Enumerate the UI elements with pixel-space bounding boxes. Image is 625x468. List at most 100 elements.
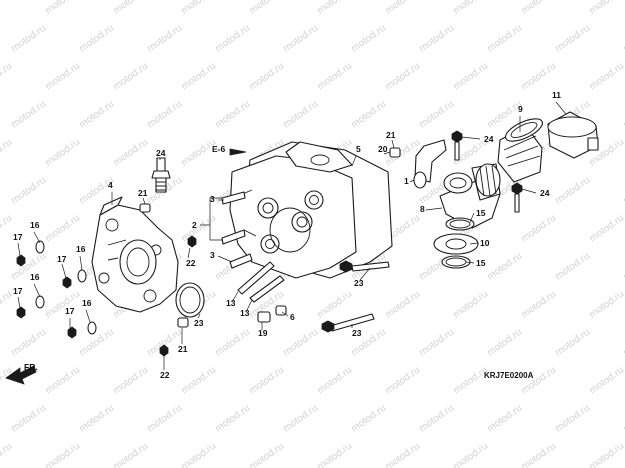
watermark-text: motod.ru: [0, 137, 14, 169]
leader-line: [33, 231, 41, 244]
watermark-text: motod.ru: [383, 441, 422, 468]
leader-line: [281, 311, 289, 317]
watermark-text: motod.ru: [587, 441, 625, 468]
leader-line: [217, 255, 233, 263]
leader-line: [555, 101, 567, 115]
leader-line: [469, 212, 475, 223]
watermark-text: motod.ru: [43, 365, 82, 397]
watermark-text: motod.ru: [485, 251, 524, 283]
watermark-text: motod.ru: [9, 251, 48, 283]
leader-line: [465, 261, 475, 264]
callout-number: 22: [160, 370, 170, 380]
callout-number: 16: [30, 272, 40, 282]
watermark-text: motod.ru: [485, 403, 524, 435]
watermark-text: motod.ru: [315, 441, 354, 468]
watermark-text: motod.ru: [587, 0, 625, 16]
leader-line: [209, 225, 222, 241]
watermark-text: motod.ru: [485, 23, 524, 55]
callout-number: 17: [13, 232, 23, 242]
watermark-text: motod.ru: [281, 327, 320, 359]
leader-line: [17, 296, 21, 309]
callout-number: 13: [226, 298, 236, 308]
watermark-text: motod.ru: [247, 441, 286, 468]
callout-number: 17: [65, 306, 75, 316]
callout-number: 11: [552, 90, 561, 100]
dowel-pins: [139, 147, 401, 328]
callout-number: 17: [57, 254, 67, 264]
leader-line: [351, 155, 357, 167]
watermark-text: motod.ru: [43, 137, 82, 169]
watermark-text: motod.ru: [213, 327, 252, 359]
watermark-text: motod.ru: [43, 0, 82, 16]
watermark-text: motod.ru: [519, 0, 558, 16]
leader-line: [425, 207, 443, 211]
watermark-text: motod.ru: [621, 175, 625, 207]
watermark-text: motod.ru: [349, 23, 388, 55]
callout-number: 2: [192, 220, 197, 230]
cylinder-head: [229, 141, 357, 279]
front-direction-arrow: [5, 365, 37, 385]
watermark-text: motod.ru: [383, 61, 422, 93]
watermark-text: motod.ru: [621, 251, 625, 283]
callout-number: 6: [290, 312, 295, 322]
watermark-text: motod.ru: [213, 403, 252, 435]
watermark-text: motod.ru: [349, 99, 388, 131]
watermark-text: motod.ru: [315, 365, 354, 397]
callout-number: 3: [210, 194, 215, 204]
watermark-text: motod.ru: [77, 403, 116, 435]
leader-line: [187, 247, 191, 259]
watermark-text: motod.ru: [519, 365, 558, 397]
callout-number: 17: [13, 286, 23, 296]
callout-number: 4: [108, 180, 113, 190]
watermark-text: motod.ru: [315, 289, 354, 321]
leader-line: [197, 313, 201, 319]
watermark-text: motod.ru: [179, 61, 218, 93]
watermark-text: motod.ru: [451, 365, 490, 397]
long-bolts: [321, 260, 390, 333]
leader-line: [61, 263, 67, 279]
studs: [221, 191, 285, 303]
watermark-text: motod.ru: [519, 213, 558, 245]
callout-number: 24: [156, 148, 166, 158]
leader-line: [17, 242, 21, 257]
callout-number: 23: [194, 318, 204, 328]
leader-line: [245, 299, 253, 313]
watermark-text: motod.ru: [77, 23, 116, 55]
watermark-text: motod.ru: [0, 441, 14, 468]
watermark-text: motod.ru: [383, 365, 422, 397]
watermark-text: motod.ru: [451, 289, 490, 321]
watermark-text: motod.ru: [77, 327, 116, 359]
watermark-text: motod.ru: [587, 213, 625, 245]
watermark-text: motod.ru: [0, 0, 14, 16]
watermark-text: motod.ru: [553, 327, 592, 359]
watermark-text: motod.ru: [417, 99, 456, 131]
watermark-text: motod.ru: [77, 99, 116, 131]
callout-number: 16: [76, 244, 86, 254]
watermark-text: motod.ru: [349, 403, 388, 435]
watermark-text: motod.ru: [621, 23, 625, 55]
watermark-text: motod.ru: [0, 213, 14, 245]
front-direction-label: FR.: [24, 362, 38, 372]
watermark-text: motod.ru: [43, 441, 82, 468]
watermark-text: motod.ru: [247, 365, 286, 397]
diagram-code: KRJ7E0200A: [484, 371, 534, 380]
callout-number: 23: [354, 278, 364, 288]
leader-line: [200, 197, 222, 226]
watermark-text: motod.ru: [9, 175, 48, 207]
leader-line: [409, 179, 415, 183]
watermark-text: motod.ru: [315, 61, 354, 93]
watermark-text: motod.ru: [281, 23, 320, 55]
watermark-text: motod.ru: [451, 61, 490, 93]
watermark-text: motod.ru: [9, 403, 48, 435]
watermark-text: motod.ru: [213, 23, 252, 55]
side-cover: [91, 196, 179, 313]
watermark-text: motod.ru: [43, 213, 82, 245]
watermark-text: motod.ru: [179, 441, 218, 468]
watermark-text: motod.ru: [9, 99, 48, 131]
callout-number: 15: [476, 258, 486, 268]
watermark-text: motod.ru: [553, 23, 592, 55]
watermark-text: motod.ru: [621, 327, 625, 359]
callout-number: 21: [386, 130, 396, 140]
watermark-text: motod.ru: [111, 0, 150, 16]
